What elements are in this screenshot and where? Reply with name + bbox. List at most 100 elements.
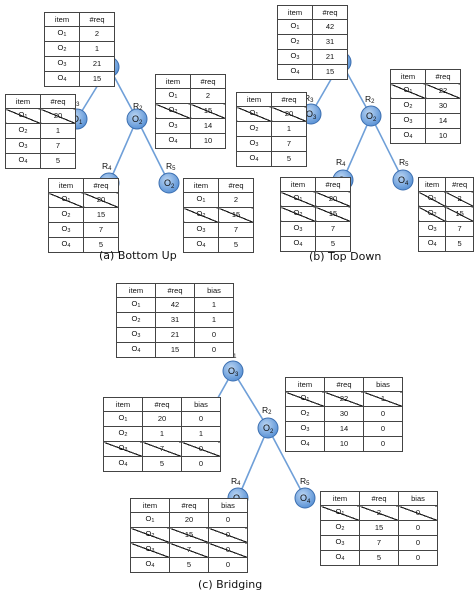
item-cell: O2 — [285, 406, 325, 422]
value-cell: 0 — [208, 512, 248, 528]
value-cell: 31 — [312, 34, 348, 50]
edge-b-R2-R4 — [342, 115, 372, 181]
value-cell: 15 — [169, 527, 209, 543]
edge-c-R2-R4 — [237, 427, 269, 499]
item-cell: O4 — [103, 456, 143, 472]
node-object-c-R5: O4 — [300, 493, 311, 505]
item-cell: O2 — [155, 103, 191, 119]
header-cell: #req — [425, 69, 461, 84]
item-cell: O4 — [390, 128, 426, 144]
value-cell: 14 — [425, 113, 461, 129]
table-header-row: item#req — [44, 12, 115, 27]
router-label-a-R5: R5 — [166, 161, 176, 172]
item-cell: O4 — [183, 237, 219, 253]
value-cell: 7 — [359, 535, 399, 551]
value-cell: 14 — [324, 421, 364, 437]
item-cell: O1 — [277, 19, 313, 35]
header-cell: #req — [312, 5, 348, 20]
value-cell: 20 — [83, 192, 119, 208]
header-cell: item — [277, 5, 313, 20]
item-cell: O3 — [320, 535, 360, 551]
item-cell: O3 — [236, 136, 272, 152]
header-cell: item — [155, 74, 191, 89]
panel-caption-a: (a) Bottom Up — [99, 249, 177, 262]
item-cell: O3 — [285, 421, 325, 437]
value-cell: 5 — [40, 153, 76, 169]
item-cell: O1 — [48, 192, 84, 208]
header-cell: #req — [324, 377, 364, 392]
item-cell: O2 — [280, 206, 316, 222]
header-cell: #req — [142, 397, 182, 412]
item-cell: O2 — [417, 206, 447, 222]
item-cell: O3 — [277, 49, 313, 65]
value-cell: 15 — [312, 64, 348, 80]
value-cell: 0 — [363, 406, 403, 422]
item-cell: O3 — [155, 118, 191, 134]
header-cell: #req — [218, 178, 254, 193]
header-cell: item — [103, 397, 143, 412]
item-cell: O3 — [103, 441, 143, 457]
node-object-c-R1: O3 — [228, 366, 239, 378]
table-header-row: item#req — [390, 69, 461, 84]
router-label-c-R4: R4 — [231, 476, 241, 487]
node-object-c-R2: O2 — [263, 423, 274, 435]
router-label-b-R3: R3 — [304, 93, 314, 104]
router-node-c-R5 — [294, 487, 316, 509]
value-cell: 10 — [324, 436, 364, 452]
item-cell: O1 — [103, 411, 143, 427]
item-cell: O2 — [103, 426, 143, 442]
value-cell: 7 — [142, 441, 182, 457]
table-header-row: item#req — [417, 177, 474, 192]
item-cell: O4 — [320, 550, 360, 566]
router-label-c-R5: R5 — [300, 476, 310, 487]
item-cell: O4 — [48, 237, 84, 253]
value-cell: 7 — [83, 222, 119, 238]
header-cell: #req — [169, 498, 209, 513]
item-cell: O3 — [48, 222, 84, 238]
item-cell: O2 — [183, 207, 219, 223]
edge-b-R2-R5 — [370, 115, 404, 181]
item-cell: O2 — [390, 98, 426, 114]
edge-a-R2-R4 — [108, 118, 138, 184]
value-cell: 15 — [83, 207, 119, 223]
value-cell: 7 — [315, 221, 351, 237]
item-cell: O4 — [236, 151, 272, 167]
item-cell: O1 — [155, 88, 191, 104]
value-cell: 2 — [190, 88, 226, 104]
router-label-b-R4: R4 — [336, 157, 346, 168]
value-cell: 1 — [271, 121, 307, 137]
value-cell: 21 — [155, 327, 195, 343]
header-cell: item — [5, 94, 41, 109]
value-cell: 0 — [398, 505, 438, 521]
edge-c-R1-R2 — [232, 370, 269, 429]
